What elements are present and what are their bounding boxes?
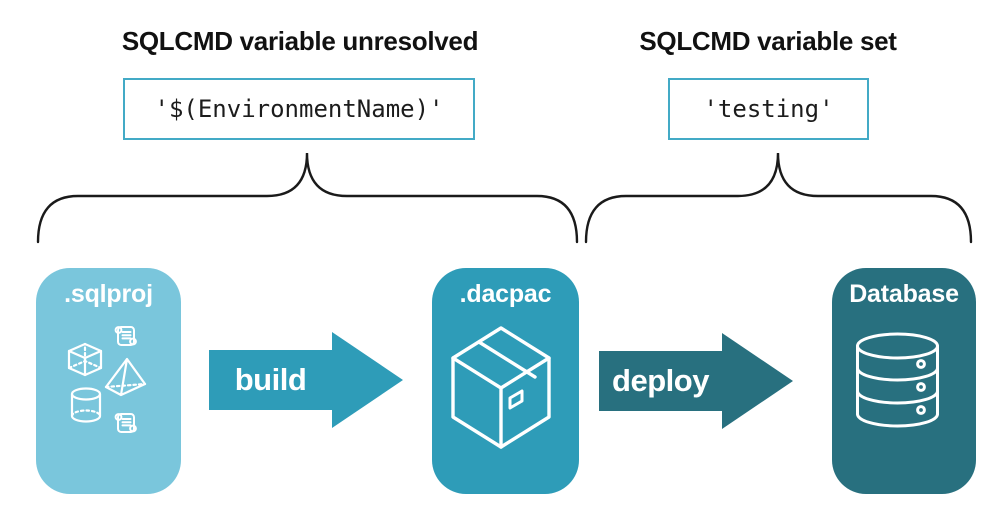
card-database: Database [832, 268, 976, 494]
code-testing: 'testing' [703, 95, 834, 123]
deploy-label: deploy [612, 363, 709, 398]
build-arrow: build [209, 332, 403, 428]
build-label: build [234, 362, 307, 397]
package-icon [451, 326, 551, 449]
database-cylinder-icon [856, 332, 939, 428]
cylinder-icon [70, 387, 102, 423]
deploy-arrow: deploy [599, 333, 793, 429]
dacpac-label: .dacpac [459, 280, 552, 308]
code-box-testing: 'testing' [668, 78, 869, 140]
brace-group [36, 152, 973, 244]
card-sqlproj: .sqlproj [36, 268, 181, 494]
sqlproj-label: .sqlproj [64, 280, 153, 308]
database-label: Database [849, 280, 959, 308]
card-dacpac: .dacpac [432, 268, 579, 494]
left-brace [36, 152, 579, 244]
build-arrow-shape [209, 332, 403, 428]
sqlproj-icons [67, 326, 147, 433]
heading-sqlcmd-set: SQLCMD variable set [639, 26, 897, 56]
scroll-icon [114, 413, 137, 433]
cube-icon [67, 342, 103, 377]
deploy-arrow-shape [599, 333, 793, 429]
pyramid-icon [104, 357, 147, 397]
code-environment-name: '$(EnvironmentName)' [154, 95, 444, 123]
right-brace [584, 152, 973, 244]
code-box-environment-name: '$(EnvironmentName)' [123, 78, 475, 140]
heading-sqlcmd-unresolved: SQLCMD variable unresolved [121, 26, 479, 56]
scroll-icon [114, 326, 137, 346]
